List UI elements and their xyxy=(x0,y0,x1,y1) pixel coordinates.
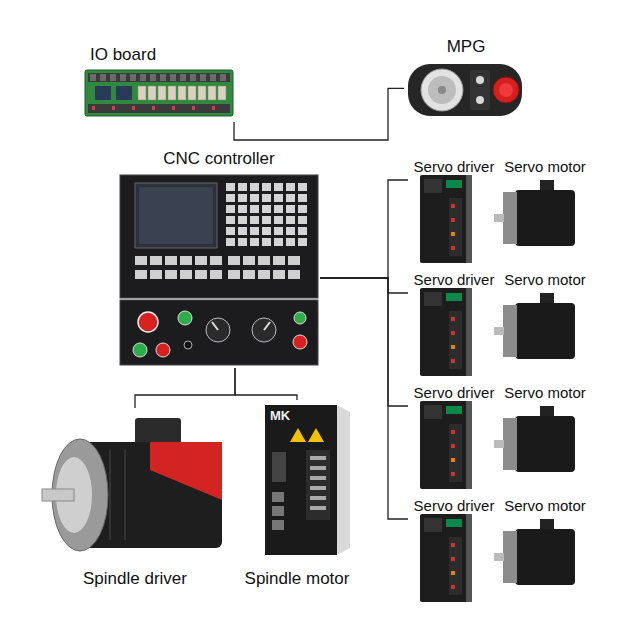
device-node: Spindle driver xyxy=(40,408,230,588)
device-label: Servo driver xyxy=(414,384,495,402)
device-node: Servo motor xyxy=(498,271,592,379)
device-node: IO board xyxy=(82,46,238,122)
brand-label: MK xyxy=(270,408,290,423)
device-label: IO board xyxy=(90,46,156,64)
device-node: MPG xyxy=(404,38,528,122)
device-label: MPG xyxy=(447,38,486,56)
device-label: Servo driver xyxy=(414,271,495,289)
device-label: Servo motor xyxy=(504,271,586,289)
device-label: Servo driver xyxy=(414,158,495,176)
device-label: CNC controller xyxy=(163,150,274,168)
cable-line xyxy=(235,368,297,400)
device-node: CNC controller xyxy=(118,150,320,368)
mpg-illustration xyxy=(408,64,522,116)
device-label: Servo motor xyxy=(504,497,586,515)
cable-line xyxy=(234,88,404,140)
device-node: Servo motor xyxy=(498,384,592,492)
cable-line xyxy=(320,278,408,519)
device-node: Servo motor xyxy=(498,158,592,266)
cable-line xyxy=(135,368,235,408)
device-label: Spindle driver xyxy=(83,570,187,588)
device-label: Servo motor xyxy=(504,158,586,176)
device-node: Servo driver xyxy=(408,271,500,379)
device-node: Servo driver xyxy=(408,497,500,605)
io-board-illustration xyxy=(85,70,233,116)
device-node: Spindle motor xyxy=(232,400,362,588)
device-node: Servo driver xyxy=(408,158,500,266)
device-node: Servo motor xyxy=(498,497,592,605)
spindle-motor-illustration xyxy=(42,418,222,551)
spindle-drive-illustration xyxy=(265,405,350,555)
cnc-controller-illustration xyxy=(120,175,318,365)
device-label: Spindle motor xyxy=(245,570,350,588)
cable-line xyxy=(320,278,408,293)
cable-line xyxy=(320,180,408,278)
device-node: Servo driver xyxy=(408,384,500,492)
cable-line xyxy=(320,278,408,406)
device-label: Servo driver xyxy=(414,497,495,515)
device-label: Servo motor xyxy=(504,384,586,402)
